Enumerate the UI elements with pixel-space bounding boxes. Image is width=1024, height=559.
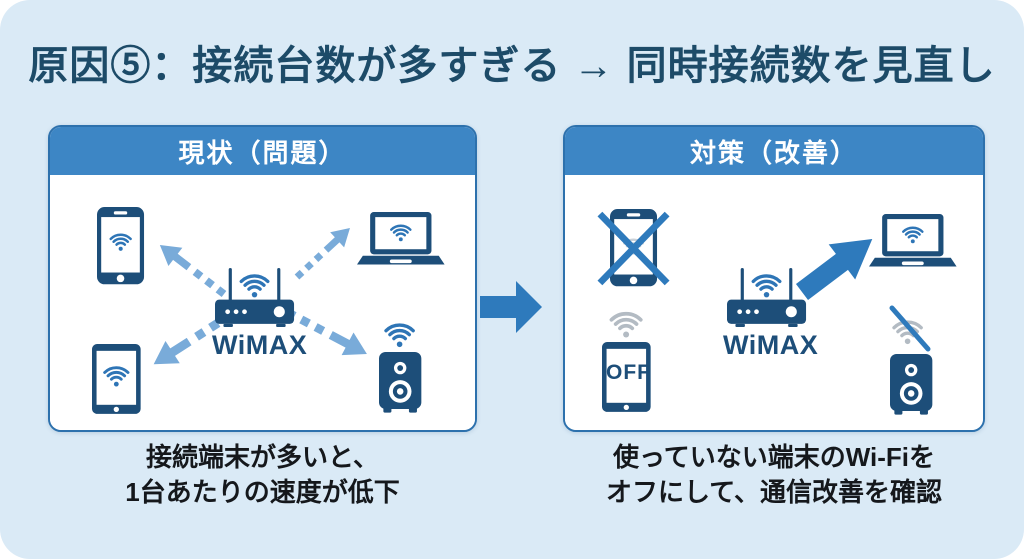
laptop-icon	[357, 212, 445, 265]
countermeasure-caption: 使っていない端末のWi-Fiを オフにして、通信改善を確認	[563, 440, 985, 510]
cross-icon	[597, 211, 670, 286]
countermeasure-header-label: 対策（改善）	[689, 137, 858, 168]
solid-arrow-to-laptop-icon	[795, 239, 873, 300]
page-title: 原因⑤：接続台数が多すぎる → 同時接続数を見直し	[28, 44, 996, 88]
transition-arrow-icon	[480, 281, 542, 333]
smartphone-icon	[97, 207, 145, 285]
speaker-icon	[890, 354, 933, 415]
tablet-off-label: OFF	[606, 361, 651, 384]
router-label: WiMAX	[723, 330, 819, 360]
current-state-header: 現状（問題）	[50, 127, 475, 175]
caption-line-2: オフにして、通信改善を確認	[606, 477, 942, 507]
caption-line-1: 接続端末が多いと、	[146, 442, 379, 472]
tablet-icon	[92, 344, 141, 414]
dashed-arrow-to-phone-icon	[153, 236, 231, 303]
countermeasure-panel: 対策（改善）	[563, 125, 985, 432]
caption-line-1: 使っていない端末のWi-Fiを	[613, 442, 935, 472]
dashed-arrow-to-laptop-icon	[290, 220, 357, 284]
current-state-header-label: 現状（問題）	[178, 137, 347, 168]
current-state-body: WiMAX	[50, 175, 475, 430]
countermeasure-body: WiMAX OFF	[565, 175, 983, 430]
laptop-icon	[869, 214, 957, 267]
current-state-caption: 接続端末が多いと、 1台あたりの速度が低下	[48, 440, 477, 510]
wimax-router-icon	[727, 268, 806, 327]
countermeasure-header: 対策（改善）	[565, 127, 983, 175]
wimax-router-icon	[215, 268, 294, 327]
current-state-panel: 現状（問題）	[48, 125, 477, 432]
wifi-icon	[384, 323, 415, 349]
slash-icon	[889, 305, 931, 352]
wifi-off-icon	[609, 311, 643, 340]
speaker-icon	[379, 352, 422, 413]
router-label: WiMAX	[212, 330, 308, 360]
smartphone-disabled-icon	[597, 209, 670, 287]
caption-line-2: 1台あたりの速度が低下	[125, 477, 400, 507]
